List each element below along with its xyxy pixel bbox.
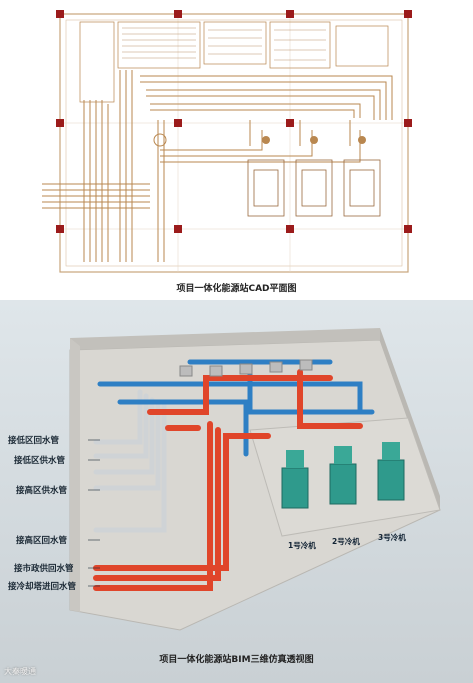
bim-3d-rendering xyxy=(69,328,441,631)
bim-3d-panel: 接低区回水管 接低区供水管 接高区供水管 接高区回水管 接市政供回水管 接冷却塔… xyxy=(0,300,473,683)
bim-caption: 项目一体化能源站BIM三维仿真透视图 xyxy=(159,655,314,665)
chiller-label-1: 1号冷机 xyxy=(288,541,316,550)
pipe-label-high-zone-return: 接高区回水管 xyxy=(16,536,68,546)
chiller-label-3: 3号冷机 xyxy=(378,533,406,542)
chiller-label-2: 2号冷机 xyxy=(332,537,360,546)
pipe-label-low-zone-supply: 接低区供水管 xyxy=(14,456,66,466)
pipe-label-high-zone-supply: 接高区供水管 xyxy=(16,486,68,496)
cad-plan-panel: 项目一体化能源站CAD平面图 xyxy=(0,0,473,300)
cad-floor-plan-drawing xyxy=(42,10,412,273)
pipe-label-low-zone-return: 接低区回水管 xyxy=(8,436,60,446)
pipe-label-cooling-tower: 接冷却塔进回水管 xyxy=(8,582,77,592)
watermark: 大秦暖通 xyxy=(4,667,36,676)
pipe-label-municipal: 接市政供回水管 xyxy=(14,564,74,574)
cad-caption: 项目一体化能源站CAD平面图 xyxy=(176,284,297,294)
